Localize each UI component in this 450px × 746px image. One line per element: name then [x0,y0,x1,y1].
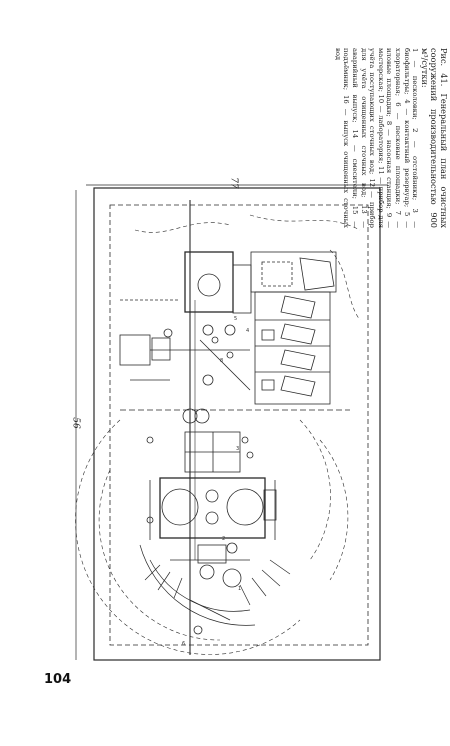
svg-text:3: 3 [236,446,239,452]
fence-line [109,204,369,646]
outlet [193,625,203,635]
tank-upper [197,273,221,297]
figure-caption-area: Рис. 41. Генеральный план очистных соору… [318,48,448,228]
dashed-radial-arcs [75,214,361,655]
building-upper [184,251,234,313]
svg-text:2: 2 [222,536,225,542]
sludge-beds-fan [139,544,291,626]
svg-text:6: 6 [182,641,185,647]
pump-station [119,334,151,366]
biofilter-block [159,477,266,539]
site-boundary [93,187,381,661]
clarifier-1 [182,408,198,424]
page-number: 104 [44,672,72,687]
svg-text:8: 8 [220,358,223,364]
drying-beds [254,291,331,405]
biofilter-2 [226,488,264,526]
dimension-label-horizontal: 77 [228,177,239,189]
contact-tank [197,544,227,564]
figure-caption: Рис. 41. Генеральный план очистных соору… [333,48,448,228]
clarifier-2 [194,408,210,424]
caption-title: Рис. 41. Генеральный план очистных соору… [419,48,448,228]
caption-legend: 1 — песколовки; 2 — отстойники; 3 — биоф… [333,48,420,228]
dimension-label-vertical: 56 [70,417,81,429]
svg-text:5: 5 [234,316,237,322]
svg-text:1: 1 [238,586,241,592]
svg-text:4: 4 [246,328,249,334]
biofilter-1 [161,488,199,526]
